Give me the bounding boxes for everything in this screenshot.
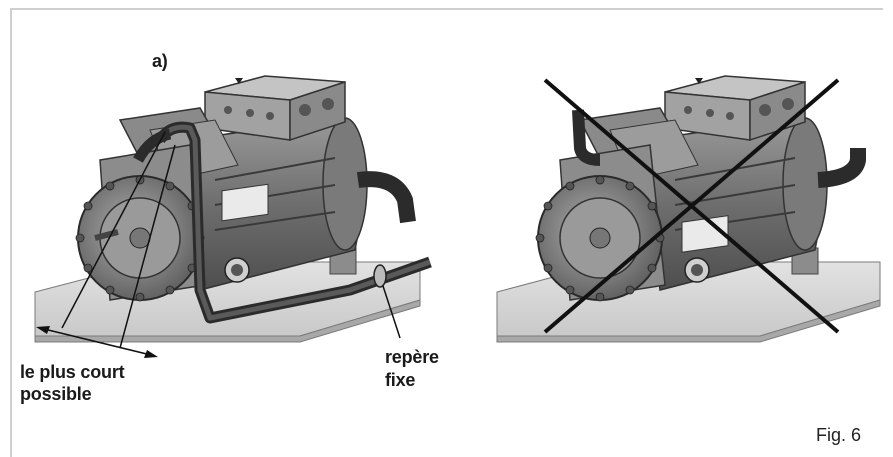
left-compressor-correct xyxy=(34,75,432,358)
label-shortest-2: possible xyxy=(20,384,92,404)
label-fixed-1: repère xyxy=(385,347,439,367)
right-compressor-incorrect xyxy=(496,75,881,343)
fixed-clamp xyxy=(373,264,387,288)
label-shortest-1: le plus court xyxy=(20,362,125,382)
figure-caption: Fig. 6 xyxy=(816,425,862,445)
figure-frame xyxy=(10,8,883,457)
cross-line-2 xyxy=(543,78,840,334)
label-a: a) xyxy=(152,51,168,71)
label-fixed-2: fixe xyxy=(385,370,416,390)
